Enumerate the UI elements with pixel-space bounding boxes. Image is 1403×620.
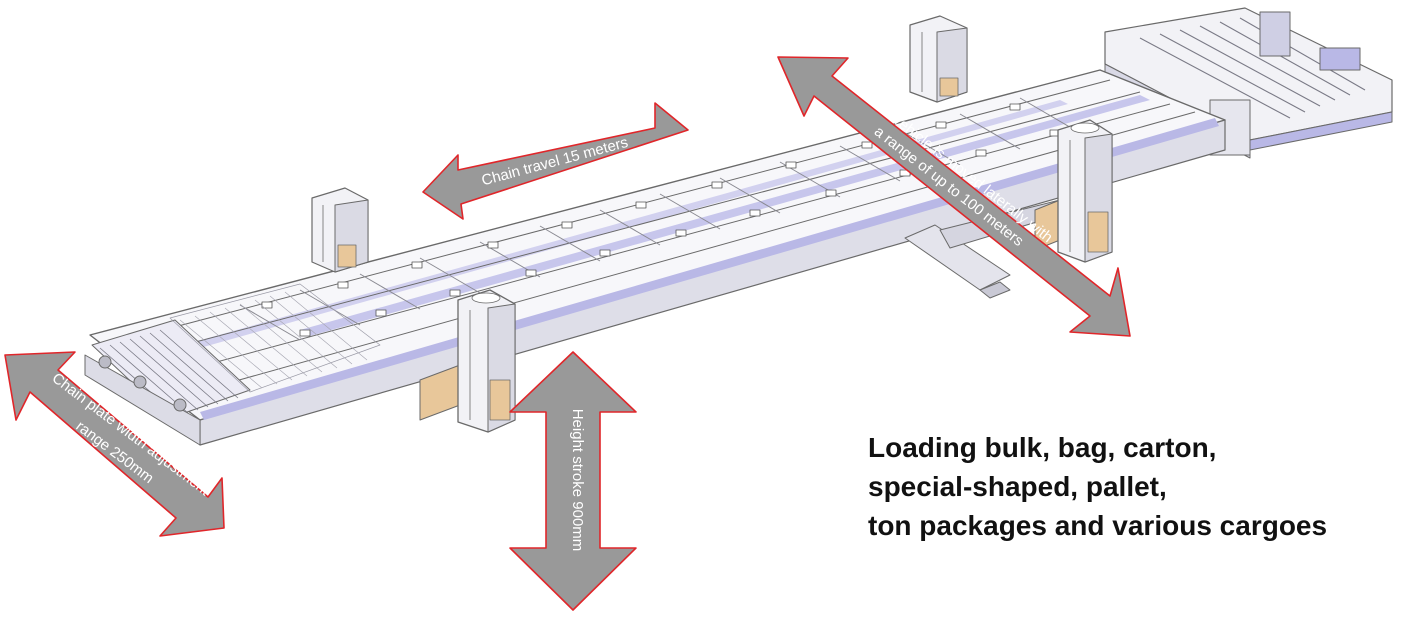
support-frame	[419, 199, 1061, 421]
lift-column-front-right	[1057, 119, 1113, 263]
headline-line-3: ton packages and various cargoes	[868, 510, 1328, 541]
height-stroke-label: Height stroke 900mm	[569, 409, 586, 552]
headline-line-1: Loading bulk, bag, carton,	[868, 432, 1217, 463]
lift-column-rear-right	[909, 15, 968, 103]
headline-line-2: special-shaped, pallet,	[868, 471, 1167, 502]
chain-plate-area	[84, 283, 381, 446]
height-stroke-arrow: Height stroke 900mm	[509, 351, 637, 611]
lift-column-rear-left	[311, 187, 369, 273]
headline: Loading bulk, bag, carton, special-shape…	[868, 428, 1327, 545]
telescopic-conveyor-illustration	[84, 7, 1393, 446]
lift-column-front-left	[457, 289, 516, 433]
